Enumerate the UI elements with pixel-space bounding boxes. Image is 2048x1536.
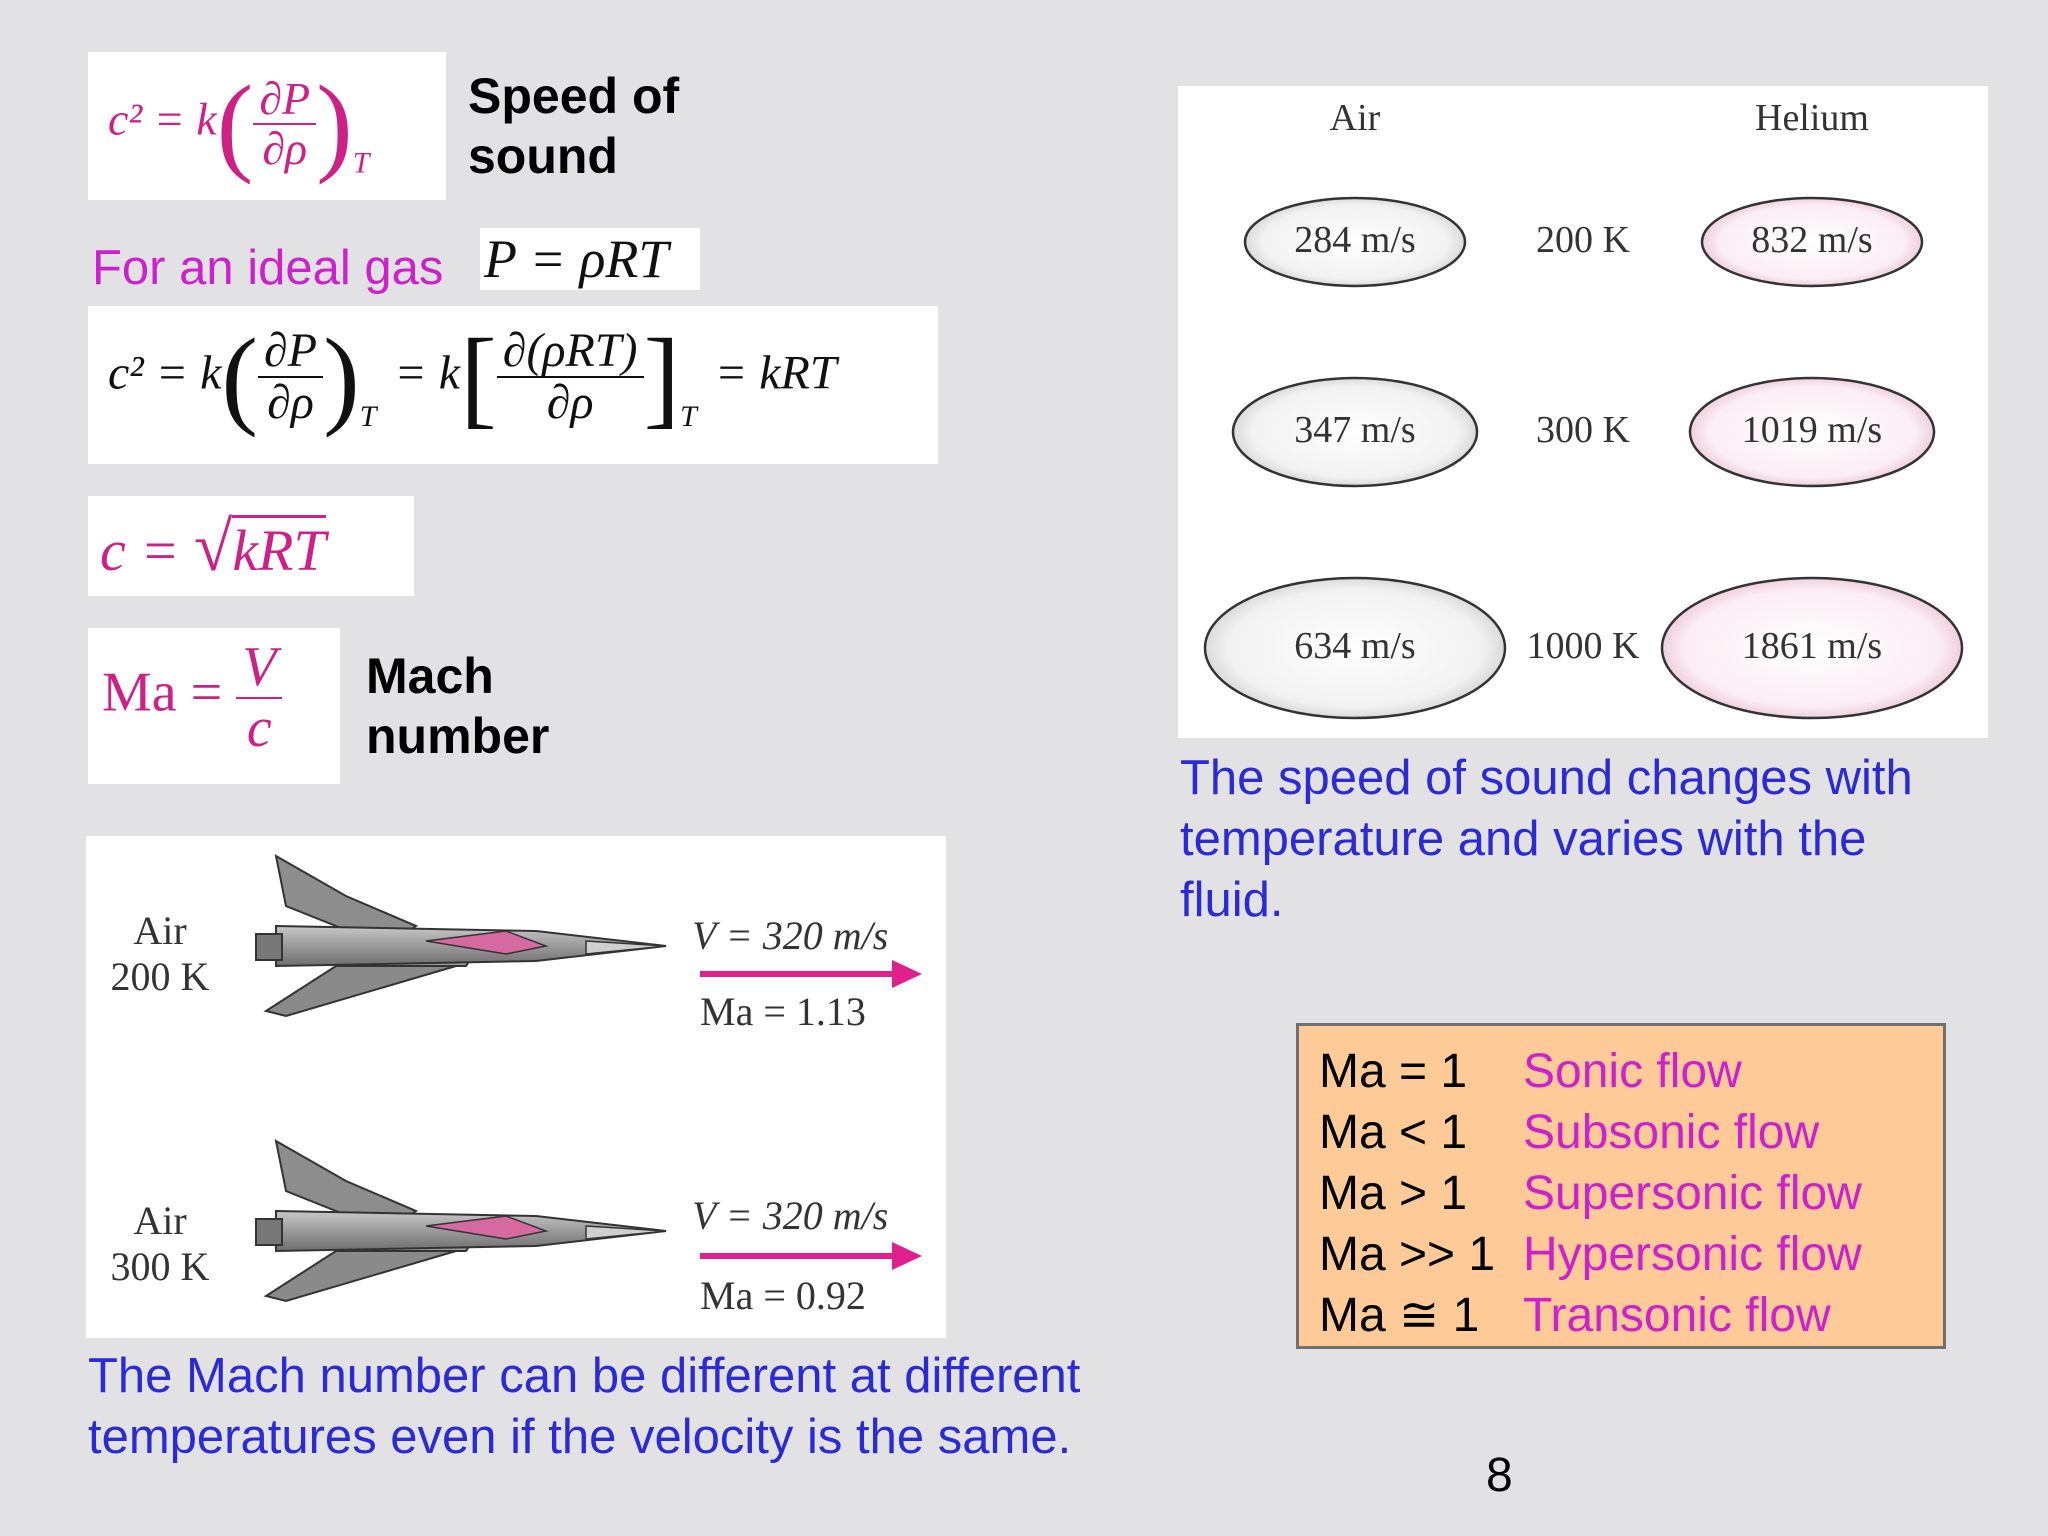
- jet-2-conditions: Air 300 K: [110, 1198, 210, 1289]
- cloud-helium-1000k: [1660, 576, 1964, 720]
- flow-regimes-table: Ma = 1 Sonic flow Ma < 1 Subsonic flow M…: [1296, 1023, 1946, 1349]
- derivation-den1: ∂ρ: [267, 376, 314, 430]
- cloud-helium-300k: [1688, 376, 1936, 488]
- jet-2-mach: Ma = 0.92: [700, 1273, 866, 1318]
- derivation-num2: ∂(ρRT): [496, 325, 644, 379]
- derivation-equation-box: c² = k(∂P∂ρ)T= k[∂(ρRT)∂ρ]T= kRT: [88, 306, 938, 464]
- jet-2-velocity: V = 320 m/s: [692, 1193, 889, 1238]
- helium-speed-200k: 832 m/s: [1751, 219, 1873, 261]
- air-speed-300k: 347 m/s: [1294, 409, 1416, 451]
- derivation-sub2: T: [680, 400, 697, 434]
- derivation-mid: = k: [394, 346, 461, 400]
- speed-of-sound-label: Speed of sound: [468, 68, 680, 184]
- clouds-caption: The speed of sound changes with temperat…: [1180, 751, 1913, 927]
- derivation-num1: ∂P: [258, 325, 324, 379]
- derivation-rhs: = kRT: [714, 346, 837, 400]
- page-number: 8: [1486, 1449, 1513, 1502]
- speed-lhs: c =: [100, 518, 180, 583]
- mach-denominator: c: [246, 696, 272, 759]
- derivation-sub1: T: [359, 400, 377, 434]
- jets-figure: Air 200 K V = 320 m/s Ma = 1.13 Air 300 …: [86, 836, 946, 1338]
- air-speed-200k: 284 m/s: [1294, 219, 1416, 261]
- mach-lhs: Ma =: [102, 661, 223, 724]
- cloud-air-200k: [1243, 196, 1467, 288]
- velocity-arrow-2: [700, 1242, 922, 1270]
- velocity-arrow-1: [700, 960, 922, 988]
- temp-300k: 300 K: [1536, 409, 1630, 451]
- temp-200k: 200 K: [1536, 219, 1630, 261]
- cloud-header-helium: Helium: [1755, 97, 1869, 139]
- speed-sq-subscript: T: [352, 146, 370, 180]
- ideal-gas-law: P = ρRT: [484, 229, 669, 289]
- helium-speed-300k: 1019 m/s: [1741, 409, 1883, 451]
- ideal-gas-label: For an ideal gas: [92, 241, 444, 295]
- jets-caption: The Mach number can be different at diff…: [88, 1349, 1081, 1464]
- speed-sq-lhs: c² = k: [108, 93, 217, 145]
- jet-1-mach: Ma = 1.13: [700, 989, 866, 1034]
- speed-sq-numerator: ∂P: [253, 74, 317, 125]
- cloud-air-1000k: [1203, 576, 1507, 720]
- jet-1-velocity: V = 320 m/s: [692, 913, 889, 958]
- speed-of-sound-equation-box: c² = k(∂P∂ρ)T: [88, 52, 446, 200]
- speed-sq-denominator: ∂ρ: [262, 123, 308, 174]
- air-speed-1000k: 634 m/s: [1294, 625, 1416, 667]
- jets-figure-svg: [255, 854, 922, 1303]
- derivation-den2: ∂ρ: [546, 376, 594, 430]
- jet-icon-1: [255, 854, 667, 1018]
- cloud-helium-200k: [1700, 196, 1924, 288]
- ideal-gas-law-box: P = ρRT: [480, 228, 700, 290]
- sqrt-symbol: √: [193, 509, 233, 586]
- cloud-air-300k: [1231, 376, 1479, 488]
- temp-1000k: 1000 K: [1526, 625, 1640, 667]
- clouds-figure: Air Helium 284 m/s 200 K 832 m/s 347 m/s…: [1178, 86, 1988, 738]
- speed-equation-box: c = √kRT: [88, 496, 414, 596]
- mach-number-label: Mach number: [366, 648, 550, 764]
- mach-numerator: V: [236, 638, 283, 699]
- speed-radicand: kRT: [232, 515, 326, 583]
- cloud-header-air: Air: [1329, 97, 1381, 139]
- jet-icon-2: [255, 1139, 667, 1303]
- clouds-svg: [1203, 196, 1964, 720]
- helium-speed-1000k: 1861 m/s: [1741, 625, 1883, 667]
- jet-1-conditions: Air 200 K: [110, 908, 210, 999]
- derivation-lhs: c² = k: [108, 346, 222, 400]
